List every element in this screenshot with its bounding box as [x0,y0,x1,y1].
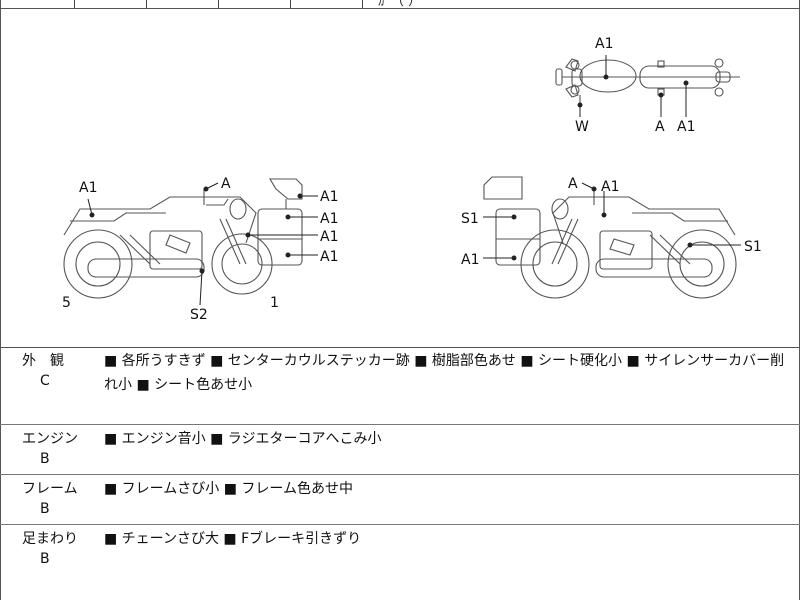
left-view-label: 5 [62,295,71,311]
grade-value: B [40,451,50,467]
grade-value: B [40,501,50,517]
condition-items: ■ 各所うすきず ■ センターカウルステッカー跡 ■ 樹脂部色あせ ■ シート硬… [104,353,785,393]
grade-value: B [40,551,50,567]
top-view-label: W [575,119,589,135]
category-label: 外 観 [22,353,64,369]
condition-items: ■ フレームさび小 ■ フレーム色あせ中 [104,481,353,497]
motorcycle-diagram-svg: A1 W A A1 A1 A A1 A1 A1 A1 5 S2 1 A A1 S… [62,36,762,323]
left-view-label: A1 [79,180,97,196]
top-cell [146,0,219,8]
right-view-label: A1 [601,179,619,195]
top-cell [290,0,363,8]
top-view-label: A1 [677,119,695,135]
condition-row-frame: フレーム B ■ フレームさび小 ■ フレーム色あせ中 [0,474,800,525]
right-side-motorcycle [483,176,737,299]
top-partial-text: ｶﾞ（ ） [378,0,422,9]
top-table-strip: ｶﾞ（ ） [0,0,800,9]
condition-row-suspension: 足まわり B ■ チェーンさび大 ■ Fブレーキ引きずり [0,524,800,600]
top-cell [74,0,147,8]
grade-value: C [40,373,50,389]
left-view-label: A1 [320,249,338,265]
right-view-label: A1 [461,252,479,268]
top-cell [218,0,291,8]
top-cell [0,0,75,8]
condition-row-engine: エンジン B ■ エンジン音小 ■ ラジエターコアへこみ小 [0,424,800,475]
left-side-motorcycle [63,178,303,299]
left-view-label: A1 [320,229,338,245]
condition-items: ■ エンジン音小 ■ ラジエターコアへこみ小 [104,431,382,447]
left-view-label: A1 [320,211,338,227]
left-view-label: A [221,176,231,192]
top-view-label: A1 [595,36,613,52]
category-label: フレーム [22,481,78,497]
right-view-label: A [568,176,578,192]
category-label: 足まわり [22,531,78,547]
condition-row-exterior: 外 観 C ■ 各所うすきず ■ センターカウルステッカー跡 ■ 樹脂部色あせ … [0,346,800,425]
damage-labels: A1 W A A1 A1 A A1 A1 A1 A1 5 S2 1 A A1 S… [62,36,762,323]
top-view-label: A [655,119,665,135]
left-view-label: A1 [320,189,338,205]
right-view-label: S1 [461,211,479,227]
right-view-label: S1 [744,239,762,255]
category-label: エンジン [22,431,78,447]
top-view-motorcycle [555,58,740,104]
damage-diagram: A1 W A A1 A1 A A1 A1 A1 A1 5 S2 1 A A1 S… [0,8,800,348]
left-view-label: 1 [270,295,279,311]
condition-items: ■ チェーンさび大 ■ Fブレーキ引きずり [104,531,362,547]
left-view-label: S2 [190,307,208,323]
left-border [0,0,1,600]
